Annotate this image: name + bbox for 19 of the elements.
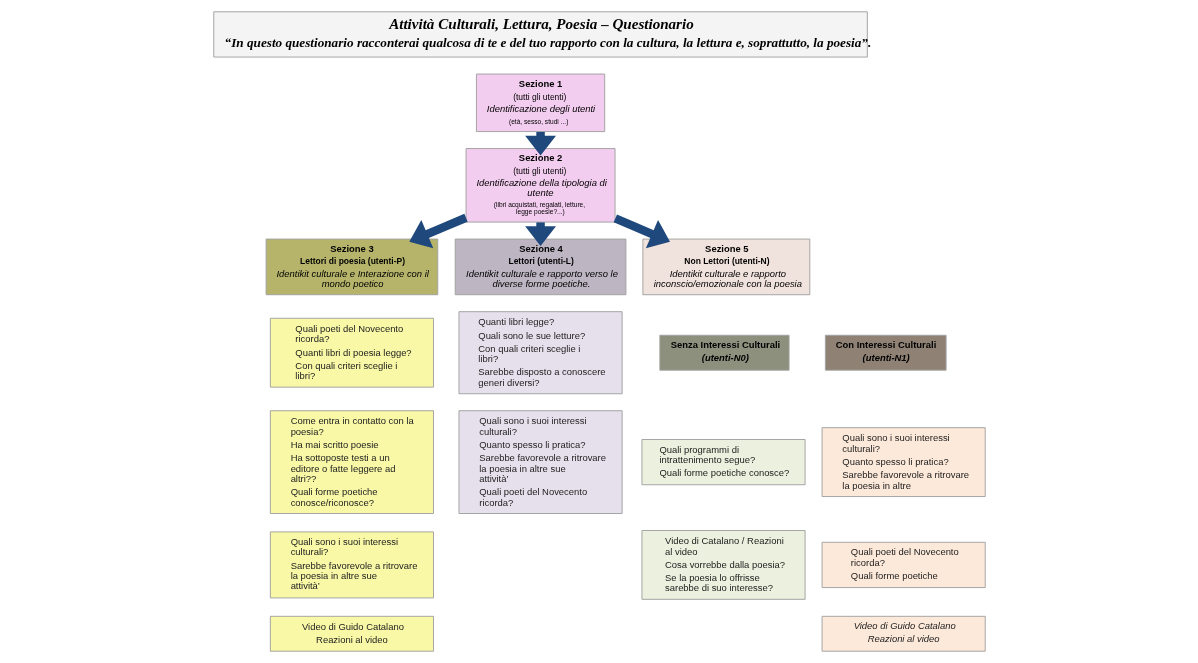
node-box: Quali programmi di intrattenimento segue? Quali forme poetiche conosce?	[640, 439, 806, 486]
node-box: Con Interessi Culturali (utenti-N1)	[824, 334, 947, 371]
node-box: Quali poeti del Novecento ricorda? Quanti libri di poesia legge? Con quali criteri sceglie i libri?	[269, 317, 434, 388]
node-box: Come entra in contatto con la poesia? Ha mai scritto poesie Ha sottoposte testi a un editore o fatte leggere ad altri?? Quali forme poetiche conosce/riconosce?	[269, 410, 434, 514]
node-box: Quali poeti del Novecento ricorda? Quali forme poetiche	[821, 541, 986, 588]
arrow	[408, 213, 468, 249]
node-box: Sezione 3 Lettori di poesia (utenti-P) Identikit culturale e Interazione con il mondo poetico	[265, 238, 438, 296]
node-box: Quali sono i suoi interessi culturali? Quanto spesso li pratica? Sarebbe favorevole a ritrovare la poesia in altre	[821, 427, 986, 497]
node-box: Video di Catalano / Reazioni al video Cosa vorrebbe dalla poesia? Se la poesia lo offrisse sarebbe di suo interesse?	[640, 530, 806, 600]
arrow	[613, 214, 670, 249]
node-box: Video di Guido Catalano Reazioni al video	[269, 615, 434, 652]
node-box: Attività Culturali, Lettura, Poesia – Questionario “In questo questionario racconterai qualcosa di te e del tuo rapporto con la cultura, la lettura e, soprattutto, la poesia”.	[212, 11, 868, 58]
node-box: Sezione 4 Lettori (utenti-L) Identikit culturale e rapporto verso le diverse forme poetiche.	[454, 238, 626, 296]
node-box: Senza Interessi Culturali (utenti-N0)	[658, 334, 790, 371]
node-box: Quanti libri legge? Quali sono le sue letture? Con quali criteri sceglie i libri? Sarebbe disposto a conoscere generi diversi?	[458, 311, 623, 395]
node-box: Quali sono i suoi interessi culturali? Quanto spesso li pratica? Sarebbe favorevole a ritrovare la poesia in altre sue attività’ Quali poeti del Novecento ricorda?	[458, 410, 623, 514]
node-box: Quali sono i suoi interessi culturali? Sarebbe favorevole a ritrovare la poesia in altre sue attività’	[269, 531, 434, 599]
node-box: Video di Guido Catalano Reazioni al video	[821, 615, 986, 652]
node-box: Sezione 5 Non Lettori (utenti-N) Identikit culturale e rapporto inconscio/emozionale con la poesia	[641, 238, 810, 296]
